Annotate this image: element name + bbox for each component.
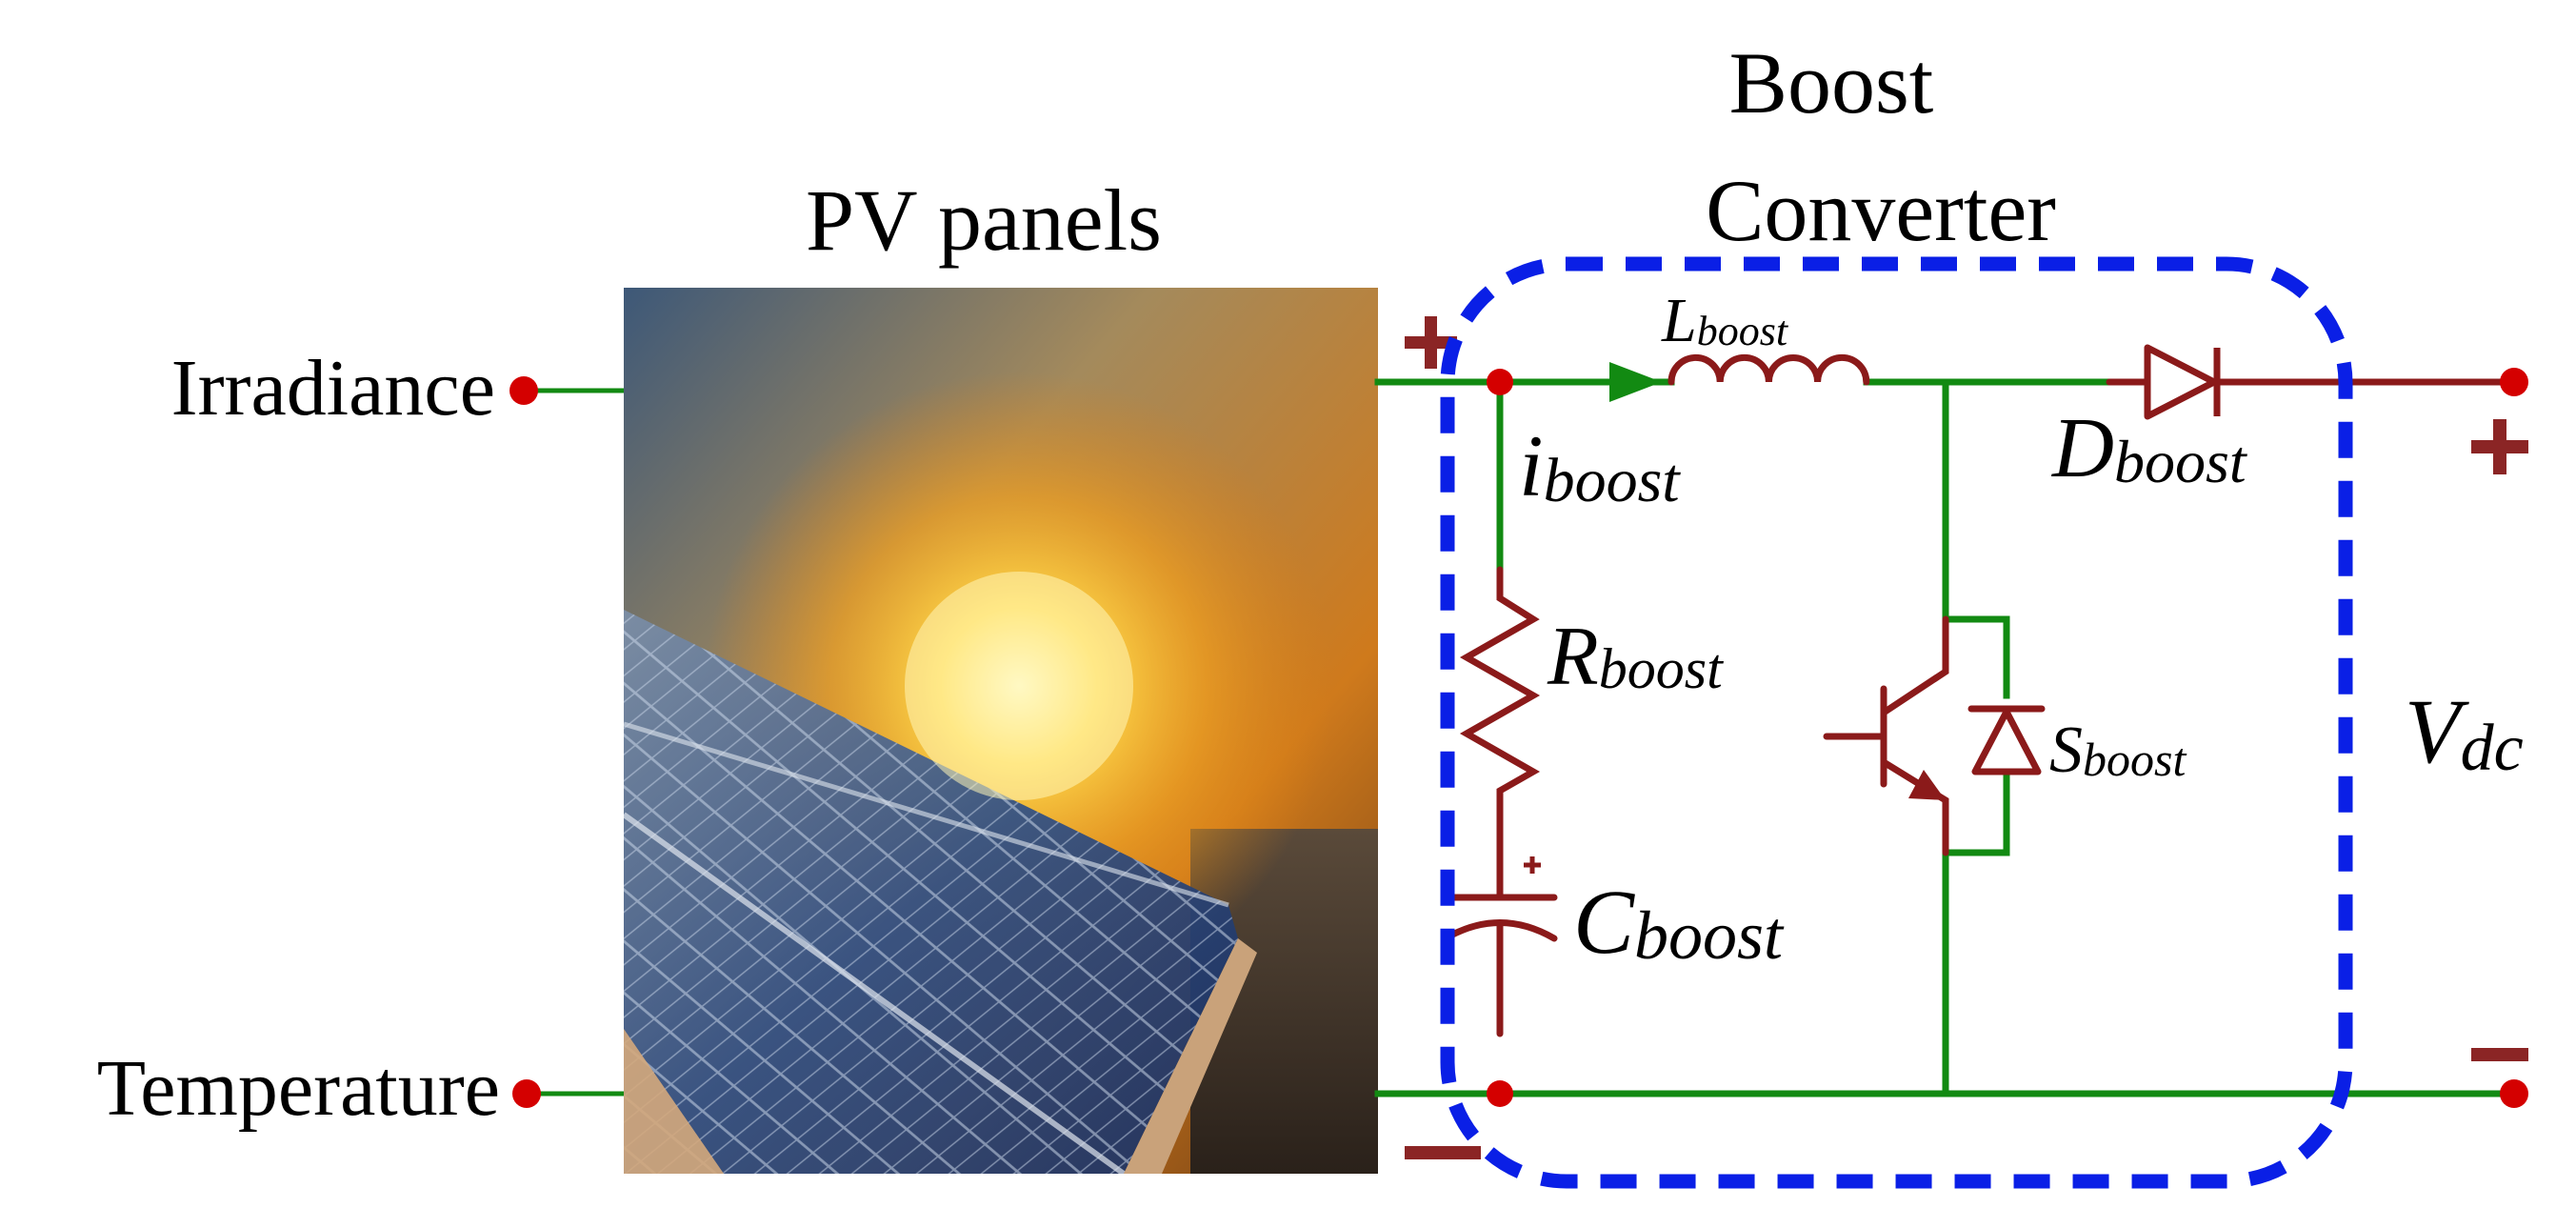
inductor-symbol <box>1667 353 1870 386</box>
resistor-label: Rboost <box>1547 611 1724 703</box>
temperature-terminal <box>512 1079 541 1108</box>
diode-label: Dboost <box>2050 401 2248 495</box>
current-label: iboost <box>1519 417 1681 515</box>
temperature-label: Temperature <box>97 1044 500 1133</box>
capacitor-plus-icon <box>1524 856 1541 874</box>
switch-label: Sboost <box>2049 714 2187 787</box>
igbt-collector <box>1880 615 1949 716</box>
boost-converter-boundary <box>1440 256 2353 1189</box>
igbt-emitter-arrow-icon <box>1908 770 1946 800</box>
diode-symbol <box>2144 344 2218 420</box>
title-line-boost: Boost <box>1729 34 1934 131</box>
irradiance-terminal <box>509 376 538 405</box>
output-terminal-top <box>2500 368 2528 396</box>
junction-dot-top <box>1487 369 1513 395</box>
output-terminal-bottom <box>2500 1079 2528 1108</box>
current-arrow-icon <box>1609 362 1662 402</box>
pv-panels-label: PV panels <box>806 171 1162 269</box>
inductor-label: Lboost <box>1661 286 1789 355</box>
irradiance-label: Irradiance <box>171 344 495 433</box>
switch-diode-symbol <box>1971 708 2042 775</box>
output-voltage-label: Vdc <box>2405 680 2524 785</box>
resistor-symbol <box>1459 566 1541 856</box>
output-minus-sign-icon <box>2471 1048 2528 1061</box>
capacitor-label: Cboost <box>1573 871 1785 974</box>
polarity-signs <box>1405 316 2528 1159</box>
pv-minus-sign-icon <box>1405 1146 1481 1159</box>
junction-dot-bottom <box>1487 1080 1513 1107</box>
title-line-converter: Converter <box>1706 162 2056 259</box>
solar-panel-sunset-image <box>624 288 1378 1174</box>
component-symbols <box>1442 353 2518 1037</box>
igbt-emitter <box>1880 758 1949 856</box>
